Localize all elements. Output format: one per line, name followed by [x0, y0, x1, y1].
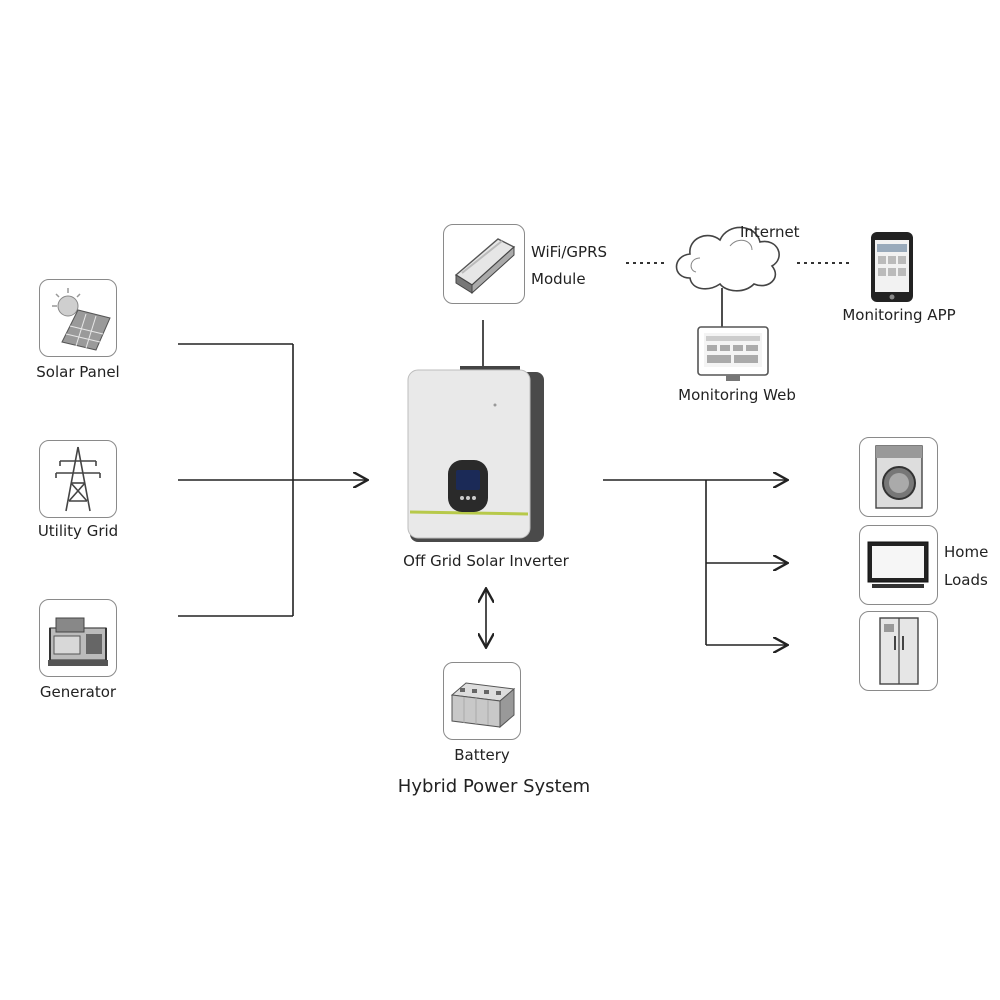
- refrigerator-icon: [879, 617, 919, 685]
- monitoring-web-label: Monitoring Web: [678, 386, 796, 404]
- solar-panel-label: Solar Panel: [36, 363, 120, 381]
- washing-machine-icon: [875, 445, 923, 509]
- internet-label: Internet: [740, 223, 800, 241]
- solar-panel-box: [39, 279, 117, 357]
- home-loads-label-line1: Home: [944, 543, 989, 561]
- washing-machine-box: [859, 437, 938, 517]
- television-icon: [867, 541, 929, 588]
- generator-label: Generator: [39, 683, 117, 701]
- battery-label: Battery: [454, 746, 510, 764]
- source-bus: [178, 343, 366, 617]
- wifi-module-icon: [454, 238, 516, 295]
- home-loads-label-line2: Loads: [944, 571, 988, 589]
- utility-grid-box: [39, 440, 117, 518]
- television-box: [859, 525, 938, 605]
- solar-panel-icon: [52, 288, 111, 351]
- wifi-module-label-line2: Module: [531, 270, 586, 288]
- refrigerator-box: [859, 611, 938, 691]
- inverter-label: Off Grid Solar Inverter: [403, 552, 569, 570]
- wifi-module-label-line1: WiFi/GPRS: [531, 243, 608, 261]
- loads-bus: [603, 480, 786, 645]
- monitoring-app-label: Monitoring APP: [842, 306, 956, 324]
- diagram-title: Hybrid Power System: [397, 776, 591, 797]
- generator-icon: [48, 617, 108, 666]
- utility-grid-label: Utility Grid: [37, 522, 119, 540]
- wifi-module-box: [443, 224, 525, 304]
- pylon-icon: [55, 446, 101, 512]
- battery-icon: [450, 682, 516, 729]
- battery-box: [443, 662, 521, 740]
- generator-box: [39, 599, 117, 677]
